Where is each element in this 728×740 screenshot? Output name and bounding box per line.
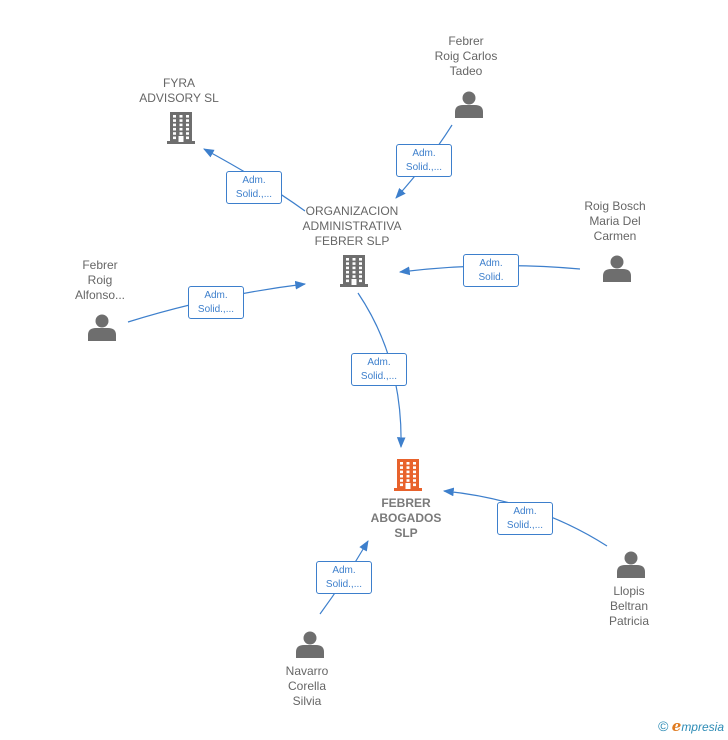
relation-badge-carlos-org[interactable]: Adm. Solid.,... [396, 144, 452, 177]
relation-badge-line: Adm. [513, 506, 537, 517]
relation-badge-silvia-abogados[interactable]: Adm. Solid.,... [316, 561, 372, 594]
building-icon-fyra[interactable] [167, 112, 195, 144]
relation-badge-line: Solid. [478, 272, 504, 283]
relation-badge-line: Adm. [412, 148, 436, 159]
node-label-line: Alfonso... [74, 288, 126, 302]
relation-badge-line: Solid.,... [506, 520, 544, 531]
node-label-line: Silvia [292, 694, 322, 708]
relation-badge-line: Solid.,... [235, 189, 273, 200]
node-label-line: Febrer [448, 34, 484, 48]
relation-badge-line: Adm. [332, 565, 356, 576]
copyright-icon: © [658, 718, 669, 734]
building-icon-abogados[interactable] [394, 459, 422, 491]
relation-badge-line: Solid.,... [197, 304, 235, 315]
relation-badge-org-fyra[interactable]: Adm. Solid.,... [226, 171, 282, 204]
building-icon-organizacion[interactable] [340, 255, 368, 287]
person-icon-alfonso[interactable] [88, 314, 116, 342]
node-label-line: Patricia [608, 614, 649, 628]
relation-badge-org-abogados[interactable]: Adm. Solid.,... [351, 353, 407, 386]
relation-badge-line: Adm. [367, 357, 391, 368]
brand-watermark: © empresia [658, 717, 724, 735]
node-label-line: Navarro [285, 664, 329, 678]
node-label-line: Roig Carlos [434, 49, 498, 63]
relation-badge-line: Solid.,... [405, 162, 443, 173]
relation-badge-line: Adm. [479, 258, 503, 269]
node-label-line: FYRA [162, 76, 195, 90]
relation-badge-carmen-org[interactable]: Adm. Solid. [463, 254, 519, 287]
person-icon-patricia[interactable] [617, 551, 645, 579]
relation-badge-line: Adm. [242, 175, 266, 186]
node-label-line: Roig Bosch [584, 199, 646, 213]
relation-badge-patricia-abogados[interactable]: Adm. Solid.,... [497, 502, 553, 535]
icons-layer [88, 91, 645, 659]
node-label-line: Febrer [82, 258, 118, 272]
node-label-line: FEBRER [381, 496, 431, 510]
node-label-line: ADMINISTRATIVA [302, 219, 402, 233]
relation-badge-alfonso-org[interactable]: Adm. Solid.,... [188, 286, 244, 319]
relation-badge-line: Solid.,... [360, 371, 398, 382]
node-label-line: ORGANIZACION [305, 204, 399, 218]
person-icon-carlos[interactable] [455, 91, 483, 119]
node-label-line: ADVISORY SL [139, 91, 219, 105]
node-label-line: Maria Del [589, 214, 641, 228]
node-label-line: SLP [394, 526, 418, 540]
node-label-line: Llopis [613, 584, 645, 598]
node-label-line: Tadeo [449, 64, 483, 78]
node-label-line: Corella [287, 679, 326, 693]
node-label-line: FEBRER SLP [314, 234, 390, 248]
person-icon-carmen[interactable] [603, 255, 631, 283]
node-label-line: ABOGADOS [370, 511, 442, 525]
person-icon-silvia[interactable] [296, 631, 324, 659]
relation-badge-line: Solid.,... [325, 579, 363, 590]
node-label-line: Carmen [593, 229, 637, 243]
node-label-line: Roig [87, 273, 113, 287]
brand-logo-text: mpresia [681, 720, 724, 734]
brand-logo-initial: e [671, 717, 682, 735]
relation-badge-line: Adm. [204, 290, 228, 301]
node-label-line: Beltran [609, 599, 649, 613]
